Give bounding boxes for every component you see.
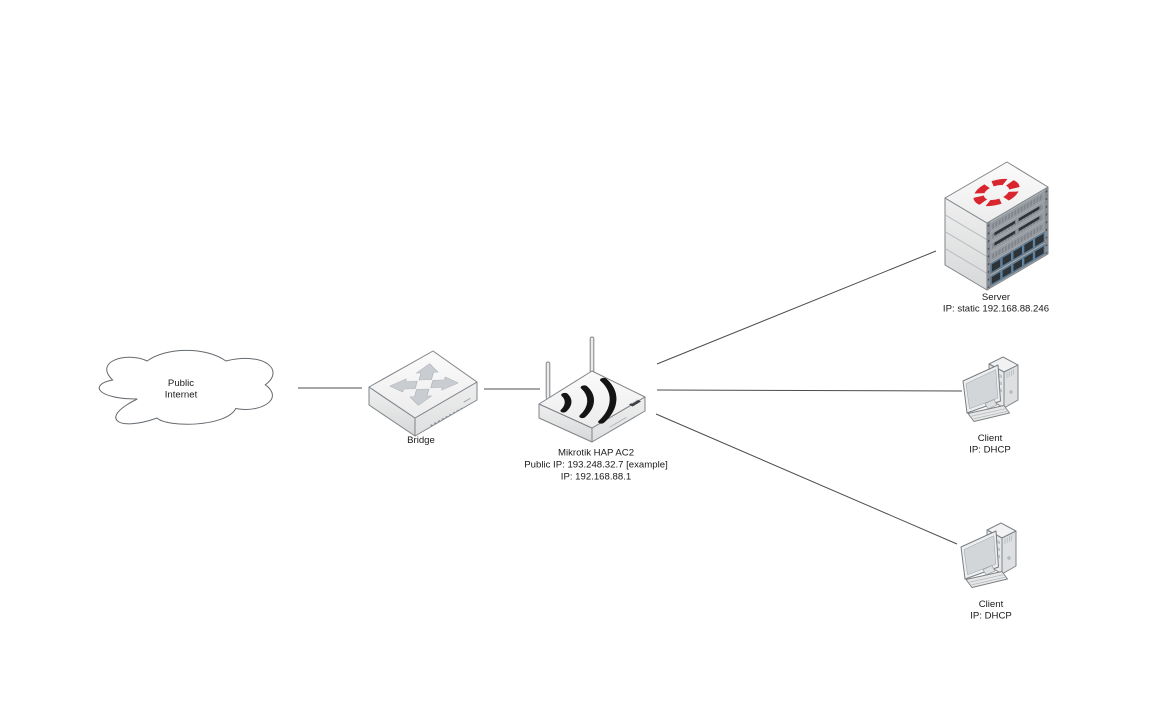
router-label-public-ip: Public IP: 193.248.32.7 [example] <box>524 460 667 471</box>
cloud-icon <box>98 349 274 425</box>
switch-icon <box>368 350 478 437</box>
server-ip-label: IP: static 192.168.88.246 <box>943 304 1049 315</box>
desktop-computer-icon <box>960 522 1017 588</box>
antenna-right-icon <box>589 336 595 374</box>
bridge-label: Bridge <box>407 435 435 446</box>
wireless-router-icon <box>538 336 646 443</box>
server-chassis-icon <box>944 161 1049 291</box>
edges <box>298 250 963 545</box>
internet-label-line1: Public <box>168 378 194 389</box>
node-router: Mikrotik HAP AC2 Public IP: 193.248.32.7… <box>524 336 668 483</box>
router-label-lan-ip: IP: 192.168.88.1 <box>561 472 631 483</box>
client-bottom-label: Client <box>979 599 1004 610</box>
node-client-top: Client IP: DHCP <box>962 356 1019 456</box>
internet-label-line2: Internet <box>165 390 198 401</box>
client-bottom-ip-label: IP: DHCP <box>970 611 1012 622</box>
desktop-computer-icon <box>962 356 1019 422</box>
antenna-left-icon <box>545 361 551 400</box>
switch-arrows-icon <box>389 363 459 406</box>
node-server: Server IP: static 192.168.88.246 <box>943 161 1049 315</box>
router-port-icon <box>629 399 641 407</box>
node-bridge: Bridge <box>368 350 478 446</box>
edge-router-client-top <box>656 389 963 392</box>
edge-router-client-bottom <box>655 413 958 545</box>
node-public-internet: Public Internet <box>98 349 274 425</box>
wifi-signal-icon <box>560 377 617 424</box>
server-modules <box>987 186 1049 291</box>
router-label-name: Mikrotik HAP AC2 <box>558 448 634 459</box>
switch-ports <box>430 407 464 427</box>
fortinet-logo-icon <box>973 178 1020 207</box>
node-client-bottom: Client IP: DHCP <box>960 522 1017 622</box>
edge-router-server <box>656 250 937 365</box>
client-top-ip-label: IP: DHCP <box>969 445 1011 456</box>
client-top-label: Client <box>978 433 1003 444</box>
server-label: Server <box>982 292 1011 303</box>
